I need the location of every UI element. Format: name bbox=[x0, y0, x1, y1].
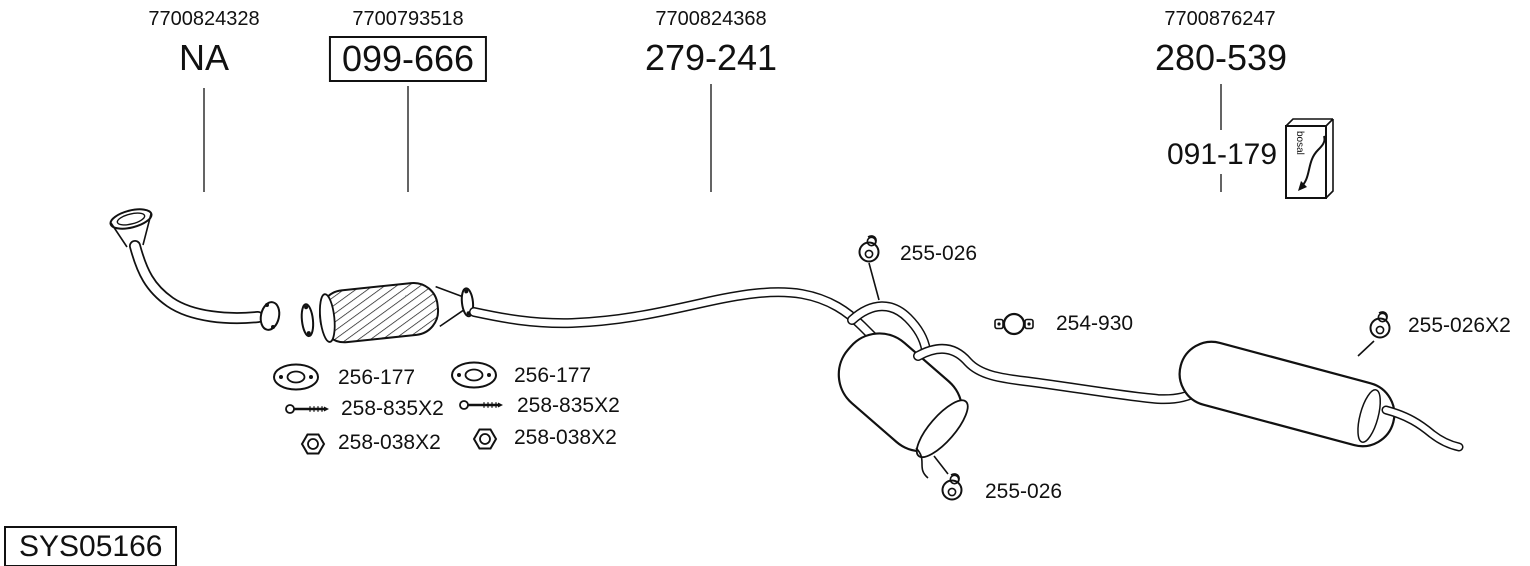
tail-pipe bbox=[1381, 405, 1464, 452]
callout-hanger-rear: 255-026X2 bbox=[1408, 314, 1511, 337]
callout-hanger-top: 255-026 bbox=[900, 242, 978, 265]
hanger-top-icon bbox=[858, 235, 880, 263]
muffler-wire bbox=[915, 447, 929, 479]
diagram-code: SYS05166 bbox=[4, 526, 178, 566]
part-number-catalyst: 099-666 bbox=[328, 36, 488, 82]
rear-pipe bbox=[913, 343, 1203, 405]
oem-number-3: 7700824368 bbox=[655, 8, 767, 30]
clamp-icon bbox=[993, 312, 1035, 336]
part-number-rear-muffler: 280-539 bbox=[1154, 37, 1288, 78]
gasket-icon-2 bbox=[451, 361, 497, 389]
nut-icon-1 bbox=[301, 433, 325, 455]
hanger-rear-icon bbox=[1369, 311, 1391, 339]
callout-clamp: 254-930 bbox=[1056, 312, 1134, 335]
brand-logo-box: bosal bbox=[1285, 118, 1334, 199]
fitting-nut-2: 258-038X2 bbox=[514, 426, 617, 449]
oem-number-2: 7700793518 bbox=[352, 8, 464, 30]
hanger-bottom-link bbox=[933, 455, 949, 475]
bolt-icon-1 bbox=[284, 403, 331, 415]
fitting-bolt-1: 258-835X2 bbox=[341, 397, 444, 420]
fitting-nut-1: 258-038X2 bbox=[338, 431, 441, 454]
middle-pipe bbox=[469, 287, 931, 355]
oem-number-4: 7700876247 bbox=[1164, 8, 1276, 30]
bolt-icon-2 bbox=[458, 399, 505, 411]
callout-hanger-bottom: 255-026 bbox=[985, 480, 1063, 503]
gasket-icon-1 bbox=[273, 363, 319, 391]
hanger-bottom-icon bbox=[941, 473, 963, 501]
part-number-front-pipe: NA bbox=[178, 37, 230, 78]
front-pipe bbox=[109, 208, 281, 331]
fitting-bolt-2: 258-835X2 bbox=[517, 394, 620, 417]
rear-muffler bbox=[1178, 340, 1396, 448]
fitting-gasket-2: 256-177 bbox=[514, 364, 592, 387]
nut-icon-2 bbox=[473, 428, 497, 450]
hanger-top-link bbox=[868, 262, 880, 301]
leader-lines bbox=[203, 84, 1222, 192]
part-number-middle-muffler: 279-241 bbox=[644, 37, 778, 78]
brand-logo-text: bosal bbox=[1294, 131, 1305, 155]
fitting-gasket-1: 256-177 bbox=[338, 366, 416, 389]
part-number-secondary: 091-179 bbox=[1166, 138, 1278, 171]
middle-muffler bbox=[837, 332, 969, 459]
hanger-rear-link bbox=[1357, 340, 1375, 357]
catalytic-converter bbox=[300, 281, 475, 344]
oem-number-1: 7700824328 bbox=[148, 8, 260, 30]
